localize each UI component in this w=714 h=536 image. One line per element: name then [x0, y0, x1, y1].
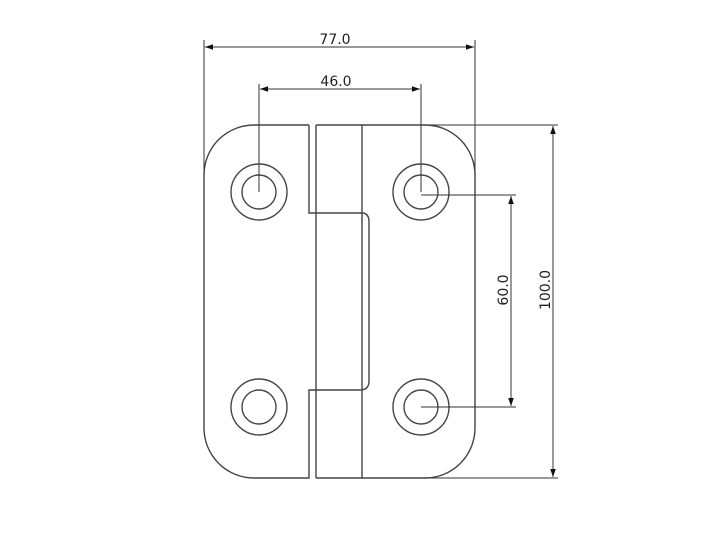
- dim-text-hole-spacing-v: 60.0: [496, 274, 512, 305]
- left-leaf-outline: [203, 124, 316, 479]
- extension-lines: [203, 40, 558, 479]
- hole-bottom-left: [230, 378, 288, 436]
- knuckle-outline: [315, 125, 370, 478]
- dim-text-overall-height: 100.0: [538, 270, 554, 310]
- dim-text-hole-spacing-h: 46.0: [320, 74, 351, 90]
- right-leaf-outline: [316, 124, 476, 479]
- dim-text-overall-width: 77.0: [319, 32, 350, 48]
